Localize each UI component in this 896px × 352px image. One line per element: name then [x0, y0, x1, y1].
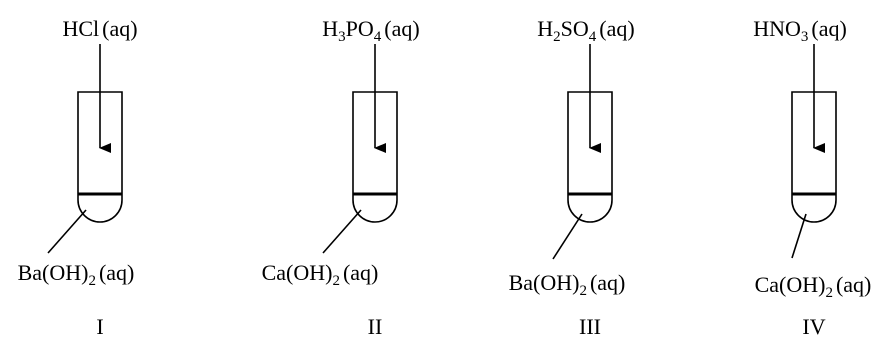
acid-label-1: HCl(aq) — [62, 16, 137, 41]
acid-label-3: H2SO4(aq) — [537, 16, 634, 45]
numeral-3: III — [579, 314, 601, 339]
base-label-1: Ba(OH)2(aq) — [18, 260, 135, 289]
test-tube-3 — [567, 91, 613, 223]
test-tube-2 — [352, 91, 398, 223]
pointer-line-4 — [791, 213, 807, 259]
acid-label-4: HNO3(aq) — [753, 16, 847, 45]
setup-4: HNO3(aq) Ca(OH)2(aq) IV — [753, 16, 871, 339]
numeral-4: IV — [802, 314, 825, 339]
setup-1: HCl(aq) Ba(OH)2(aq) I — [18, 16, 138, 339]
base-label-4: Ca(OH)2(aq) — [755, 272, 872, 301]
base-label-2: Ca(OH)2(aq) — [262, 260, 379, 289]
setup-3: H2SO4(aq) Ba(OH)2(aq) III — [509, 16, 635, 339]
pointer-line-2 — [322, 209, 362, 254]
test-tube-4 — [791, 91, 837, 223]
numeral-1: I — [96, 314, 103, 339]
numeral-2: II — [368, 314, 383, 339]
pointer-line-3 — [552, 213, 583, 260]
pointer-line-1 — [47, 209, 87, 254]
acid-label-2: H3PO4(aq) — [322, 16, 419, 45]
test-tube-1 — [77, 91, 123, 223]
base-label-3: Ba(OH)2(aq) — [509, 270, 626, 299]
setup-2: H3PO4(aq) Ca(OH)2(aq) II — [262, 16, 420, 339]
